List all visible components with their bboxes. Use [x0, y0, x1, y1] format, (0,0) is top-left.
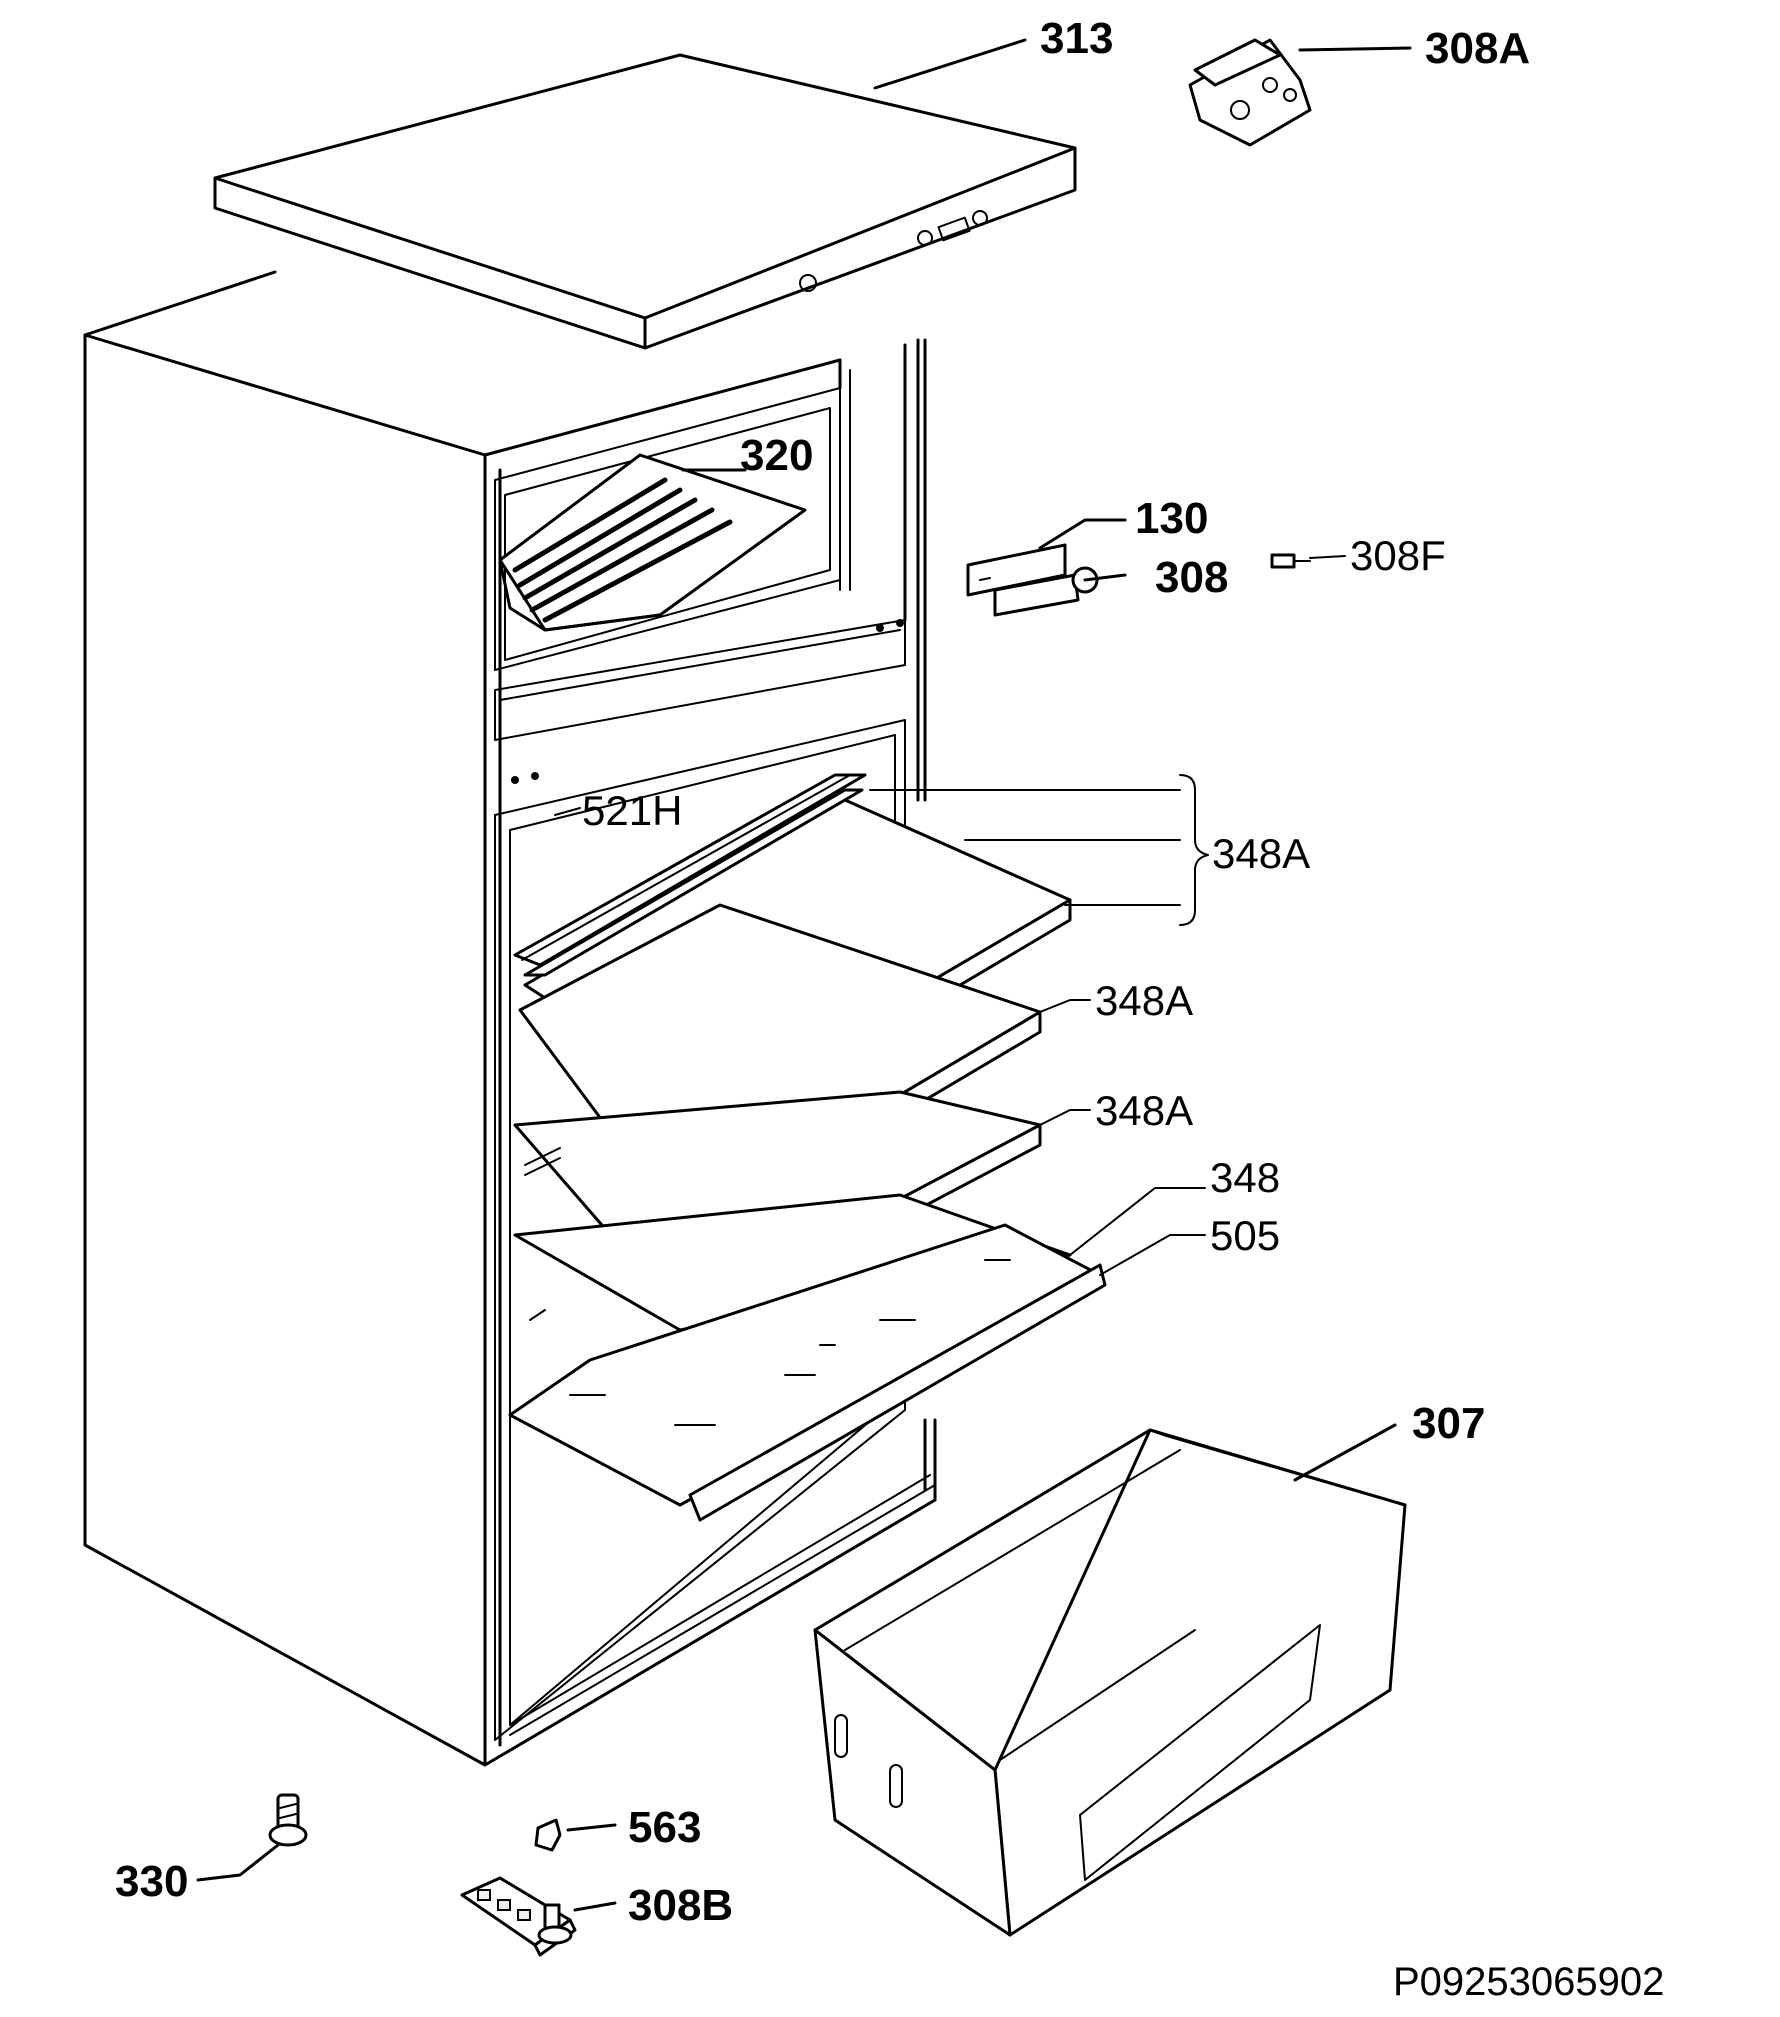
label-348a-low: 348A [1095, 1087, 1193, 1134]
label-308f: 308F [1350, 532, 1446, 579]
label-308b: 308B [628, 1881, 733, 1930]
shelf-505-glass [508, 1223, 1107, 1522]
crisper-drawer-part [813, 1428, 1407, 1937]
label-563: 563 [628, 1803, 701, 1852]
leader-lines [196, 38, 1412, 1912]
label-330: 330 [115, 1857, 188, 1906]
screw-330-part [268, 1793, 308, 1847]
label-308: 308 [1155, 553, 1228, 602]
label-521h: 521H [582, 787, 682, 834]
label-348a-mid: 348A [1095, 977, 1193, 1024]
reference-code: P09253065902 [1393, 1960, 1664, 2004]
label-320: 320 [740, 431, 813, 480]
label-130: 130 [1135, 494, 1208, 543]
label-348a-group: 348A [1212, 830, 1310, 877]
label-308a: 308A [1425, 24, 1530, 73]
nut-563-part [534, 1818, 562, 1852]
group-bracket [1179, 774, 1209, 926]
label-307: 307 [1412, 1399, 1485, 1448]
ice-tray-part [498, 453, 807, 632]
label-313: 313 [1040, 14, 1113, 63]
hinge-308-part [966, 543, 1099, 617]
cabinet-body [83, 270, 937, 1767]
label-348: 348 [1210, 1154, 1280, 1201]
top-cover-part [213, 53, 1077, 350]
pin-308f-part [1270, 553, 1311, 569]
label-505: 505 [1210, 1212, 1280, 1259]
freezer-compartment [494, 369, 906, 741]
hinge-308a-part [1188, 38, 1312, 147]
foot-308b-part [460, 1876, 577, 1957]
